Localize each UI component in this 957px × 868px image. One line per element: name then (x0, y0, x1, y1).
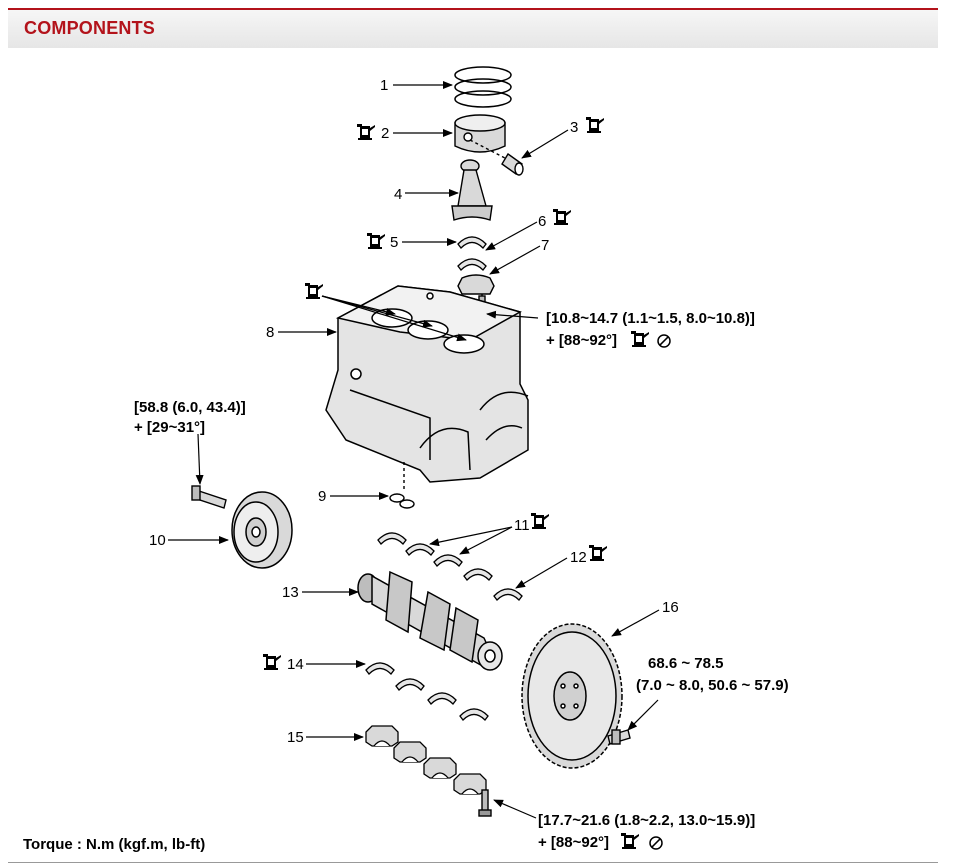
piston-rings (454, 66, 512, 108)
oil-can-icon (357, 124, 375, 140)
oil-can-icon (305, 283, 323, 299)
divider (8, 862, 938, 863)
pulley-bolt-torque: [58.8 (6.0, 43.4)] (134, 399, 246, 416)
callout-5: 5 (390, 234, 398, 251)
callout-14: 14 (287, 656, 304, 673)
pulley-bolt (191, 485, 227, 509)
callout-11: 11 (514, 517, 530, 534)
oil-can-icon (586, 117, 604, 133)
main-bearing-cap-3 (423, 757, 457, 779)
callout-10: 10 (149, 532, 166, 549)
main-bearing-upper-3 (433, 554, 463, 567)
piston (454, 114, 506, 153)
callout-13: 13 (282, 584, 299, 601)
torque-units-note: Torque : N.m (kgf.m, lb-ft) (23, 836, 206, 853)
oil-can-icon (621, 833, 639, 849)
callout-8: 8 (266, 324, 274, 341)
header-bar: COMPONENTS (8, 8, 938, 48)
conrod-bolt-angle: + [88~92°] (546, 332, 617, 349)
no-reuse-icon (649, 836, 663, 850)
callout-12: 12 (570, 549, 587, 566)
conrod-bearing-lower (457, 258, 487, 271)
oil-can-icon (263, 654, 281, 670)
leader-lines (168, 81, 660, 819)
main-bearing-upper-4 (463, 568, 493, 581)
main-bearing-upper-1 (377, 532, 407, 545)
flywheel-bolt-torque-units: (7.0 ~ 8.0, 50.6 ~ 57.9) (636, 677, 789, 694)
bearing-cap-bolt (478, 789, 492, 817)
callout-6: 6 (538, 213, 546, 230)
o-rings (389, 462, 415, 509)
callout-7: 7 (541, 237, 549, 254)
main-bearing-upper-2 (405, 543, 435, 556)
oil-can-icon (367, 233, 385, 249)
main-bearing-cap-1 (365, 725, 399, 747)
no-reuse-icon (657, 334, 671, 348)
conrod-bearing-upper (457, 236, 487, 249)
bearing-cap-bolt-torque: [17.7~21.6 (1.8~2.2, 13.0~15.9)] (538, 812, 755, 829)
page-title: COMPONENTS (24, 18, 156, 38)
callout-9: 9 (318, 488, 326, 505)
bearing-cap-bolt-angle: + [88~92°] (538, 834, 609, 851)
connecting-rod (451, 159, 493, 221)
oil-can-icon (531, 513, 549, 529)
thrust-bearing (493, 588, 523, 601)
crankshaft-pulley (231, 491, 293, 569)
main-bearing-lower-4 (459, 708, 489, 721)
oil-can-icon (589, 545, 607, 561)
callout-4: 4 (394, 186, 402, 203)
main-bearing-lower-2 (395, 678, 425, 691)
main-bearing-lower-1 (365, 662, 395, 675)
oil-can-icon (631, 331, 649, 347)
callout-16: 16 (662, 599, 679, 616)
callout-15: 15 (287, 729, 304, 746)
crankshaft (357, 570, 503, 671)
callout-2: 2 (381, 125, 389, 142)
piston-pin (469, 139, 524, 176)
pulley-bolt-angle: + [29~31°] (134, 419, 205, 436)
main-bearing-cap-4 (453, 773, 487, 795)
oil-can-icon (553, 209, 571, 225)
flywheel-bolt (607, 729, 631, 745)
flywheel (521, 623, 623, 769)
conrod-bolt-torque: [10.8~14.7 (1.1~1.5, 8.0~10.8)] (546, 310, 755, 327)
callout-3: 3 (570, 119, 578, 136)
callout-1: 1 (380, 77, 388, 94)
main-bearing-lower-3 (427, 692, 457, 705)
flywheel-bolt-torque: 68.6 ~ 78.5 (648, 655, 723, 672)
main-bearing-cap-2 (393, 741, 427, 763)
